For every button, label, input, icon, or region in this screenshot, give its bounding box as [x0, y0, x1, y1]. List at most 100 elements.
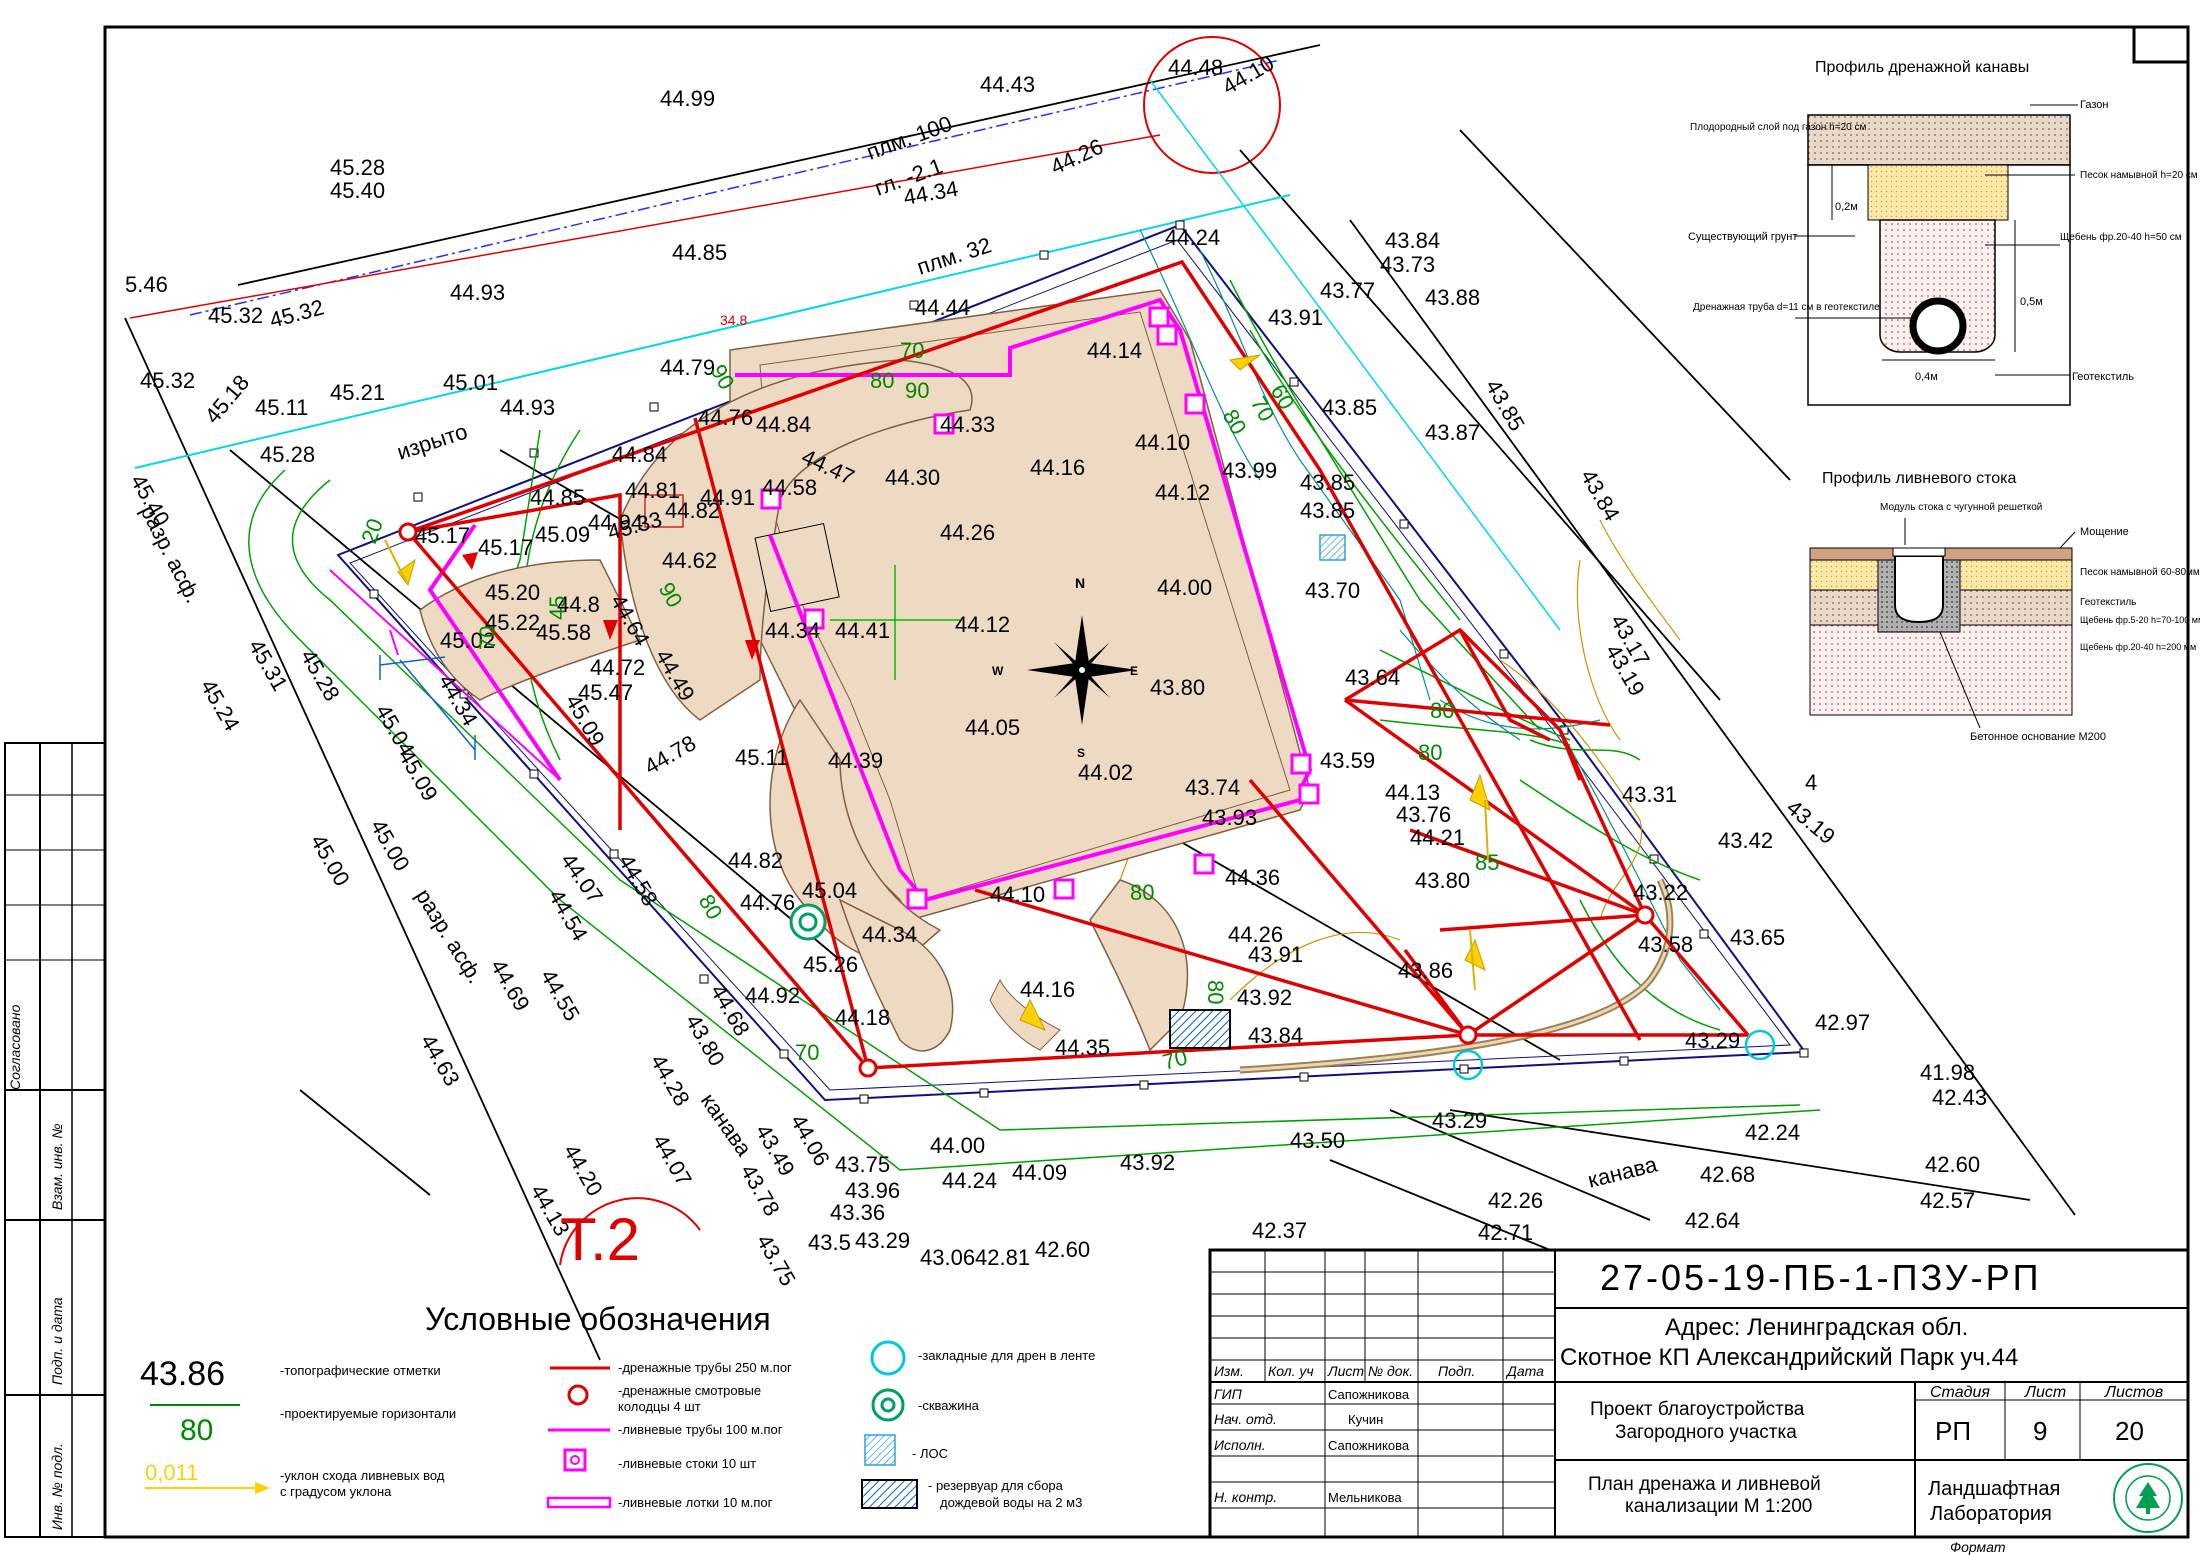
legend-slope-sample: 0,011 [145, 1460, 198, 1485]
elevation-e151: 42.57 [1920, 1188, 1975, 1213]
elevation-e36: 45.28 [260, 442, 315, 467]
profile2-module: Модуль стока с чугунной решеткой [1880, 502, 2042, 513]
legend-topo: -топографические отметки [280, 1363, 441, 1378]
horizontal-h2: 80 [870, 368, 894, 393]
elevation-e140: 44.07 [648, 1130, 697, 1190]
elevation-e139: 42.24 [1745, 1120, 1800, 1145]
tb-role-1: Нач. отд. [1214, 1411, 1277, 1427]
compass-n: N [1075, 575, 1085, 591]
label-red-small: 34.8 [720, 312, 747, 328]
elevation-e46: 44.81 [625, 478, 680, 503]
elevation-e12: 45.32 [267, 294, 327, 332]
elevation-e105: 43.80 [1415, 868, 1470, 893]
profile2-gravel1: Щебень фр.5-20 h=70-100 мм [2080, 615, 2200, 625]
compass-w: W [992, 664, 1004, 678]
tb-org-1: Ландшафтная [1928, 1478, 2060, 1500]
elevation-e9: 44.85 [672, 240, 727, 265]
profile1-gravel: Щебень фр.20-40 h=50 см [2060, 231, 2182, 243]
elevation-e97: 43.19 [1782, 795, 1840, 850]
elevation-e67: 45.58 [536, 620, 591, 645]
side-label-sign-date: Подп. и дата [49, 1297, 65, 1385]
elevation-e11: 45.32 [208, 303, 263, 328]
tb-address-2: Скотное КП Александрийский Парк уч.44 [1560, 1344, 2018, 1371]
profile1-pipe: Дренажная труба d=11 см в геотекстиле [1693, 301, 1880, 313]
elevation-e7: 44.26 [1047, 134, 1107, 180]
elevation-e131: 44.35 [1055, 1035, 1110, 1060]
elevation-e113: 43.58 [1638, 932, 1693, 957]
elevation-e95: 43.93 [1202, 805, 1257, 830]
elevation-e55: 44.82 [665, 498, 720, 523]
tb-h-doc: № док. [1368, 1363, 1413, 1379]
elevation-e27: 44.93 [500, 395, 555, 420]
elevation-e58: 44.62 [662, 548, 717, 573]
elevation-e118: 43.86 [1398, 958, 1453, 983]
elevation-e90: 43.74 [1185, 775, 1240, 800]
elevation-e157: 43.29 [855, 1228, 910, 1253]
elevation-e15: 43.84 [1385, 228, 1440, 253]
legend-trays: -ливневые лотки 10 м.пог [618, 1495, 773, 1510]
tb-stage-h: Стадия [1930, 1384, 1990, 1401]
elevation-e10: 5.46 [125, 272, 168, 297]
elevation-e162: 42.60 [1035, 1237, 1090, 1262]
elevation-e34: 44.33 [940, 412, 995, 437]
side-label-inv-vzam: Взам. инв. № [49, 1123, 65, 1210]
elevation-e116: 45.26 [803, 952, 858, 977]
legend-storm-pipes: -ливневые трубы 100 м.пог [618, 1422, 783, 1437]
elevation-e100: 45.00 [366, 815, 415, 875]
elevation-e22: 44.79 [660, 355, 715, 380]
elevation-e152: 43.36 [830, 1200, 885, 1225]
horizontal-h13: 80 [1418, 740, 1442, 765]
profile1-gazon: Газон [2080, 99, 2108, 111]
profile2-gravel2: Щебень фр.20-40 h=200 мм [2080, 642, 2196, 652]
elevation-e137: 44.00 [930, 1133, 985, 1158]
legend-embedded: -закладные для дрен в ленте [918, 1348, 1095, 1363]
elevation-e21: 45.01 [443, 370, 498, 395]
tb-code: 27-05-19-ПБ-1-ПЗУ-РП [1600, 1257, 2042, 1298]
profile1-d05: 0,5м [2020, 296, 2043, 308]
elevation-e26: 45.21 [330, 380, 385, 405]
profile2-paving: Мощение [2080, 526, 2129, 538]
tb-address-1: Адрес: Ленинградская обл. [1665, 1314, 1968, 1341]
tb-name-1: Кучин [1348, 1412, 1383, 1427]
profile1-d04: 0,4м [1915, 371, 1938, 383]
elevation-e138: 43.50 [1290, 1128, 1345, 1153]
elevation-e39: 44.30 [885, 465, 940, 490]
elevation-e133: 42.43 [1932, 1085, 1987, 1110]
legend-slope-1: -уклон схода ливневых вод [280, 1468, 445, 1483]
elevation-e49: 44.12 [1155, 480, 1210, 505]
tb-name-0: Сапожникова [1328, 1387, 1410, 1402]
legend-storm-inlets: -ливневые стоки 10 шт [618, 1456, 756, 1471]
elevation-e48: 44.58 [762, 475, 817, 500]
profile-drainage-ditch: Профиль дренажной канавы Газон Плодородн… [1688, 59, 2198, 406]
elevation-e149: 42.68 [1700, 1162, 1755, 1187]
label-plm100: плм. 100 [863, 111, 955, 165]
elevation-e19: 43.91 [1268, 305, 1323, 330]
elevation-e86: 44.02 [1078, 760, 1133, 785]
elevation-e128: 43.84 [1248, 1023, 1303, 1048]
elevation-e135: 43.29 [1432, 1108, 1487, 1133]
elevation-e53: 45.09 [535, 522, 590, 547]
elevation-e54: 44.94 [588, 510, 643, 535]
elevation-e33: 44.84 [756, 412, 811, 437]
elevation-e103: 44.82 [728, 848, 783, 873]
elevation-e156: 43.5 [808, 1230, 851, 1255]
elevation-e23: 44.44 [915, 295, 970, 320]
elevation-e24: 44.14 [1087, 338, 1142, 363]
elevation-e56: 44.26 [940, 520, 995, 545]
tb-h-kol: Кол. уч [1268, 1363, 1314, 1379]
elevation-e69: 45.02 [440, 628, 495, 653]
elevation-e66: 45.22 [485, 610, 540, 635]
elevation-e81: 44.05 [965, 715, 1020, 740]
elevation-e16: 43.73 [1380, 252, 1435, 277]
elevation-e78: 45.28 [296, 645, 345, 705]
profile1-title: Профиль дренажной канавы [1815, 59, 2029, 76]
elevation-e40: 44.16 [1030, 455, 1085, 480]
elevation-e82: 45.24 [196, 675, 245, 735]
elevation-e145: 44.20 [559, 1140, 608, 1200]
elevation-e104: 44.36 [1225, 865, 1280, 890]
elevation-e92: 43.31 [1622, 782, 1677, 807]
elevation-e121: 44.92 [745, 983, 800, 1008]
label-t2: Т.2 [560, 1206, 640, 1273]
elevation-e42: 43.85 [1300, 470, 1355, 495]
title-block: Изм. Кол. уч Лист № док. Подп. Дата ГИП … [1208, 1248, 2190, 1555]
